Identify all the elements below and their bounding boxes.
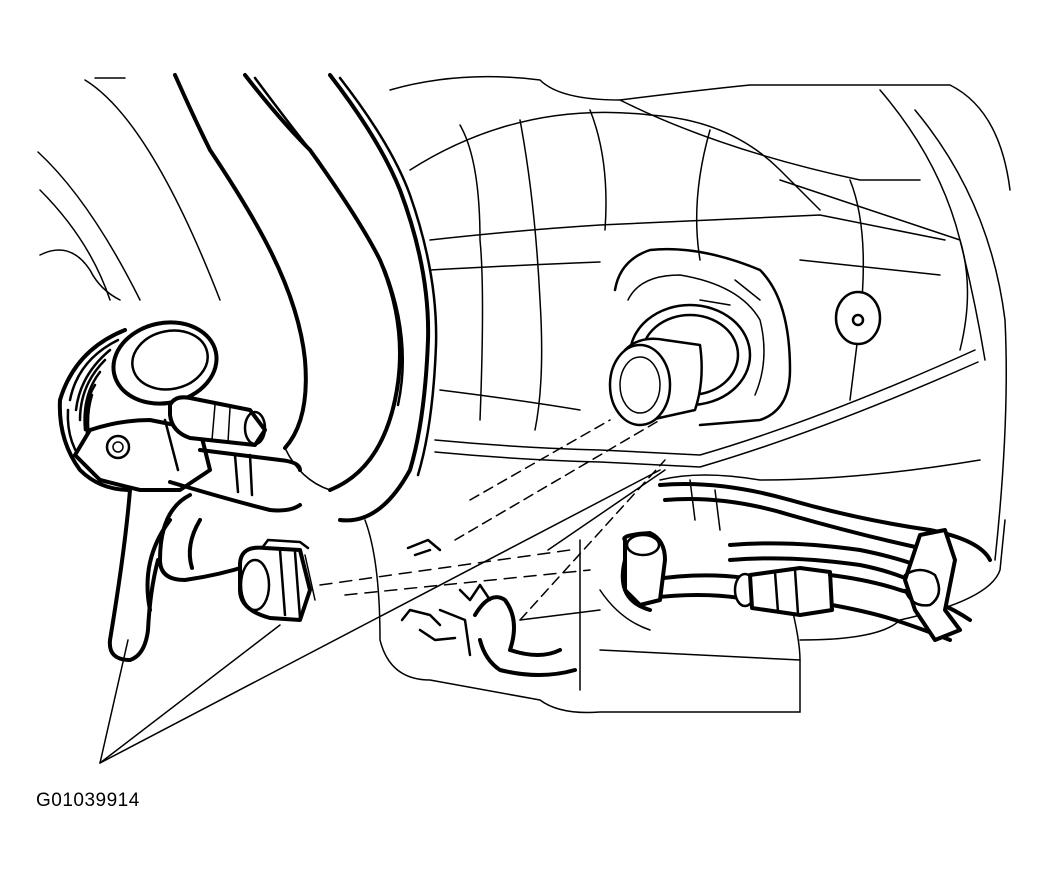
figure-code: G01039914 [36, 790, 140, 811]
lower-left-hose [107, 488, 316, 662]
lower-right-hoses [620, 482, 992, 642]
callout-leader-lines [99, 469, 661, 764]
lower-center-hose [400, 538, 651, 677]
upper-hose [173, 73, 438, 523]
light-streaks [319, 419, 666, 621]
bolt-head [834, 290, 882, 346]
engine-structure-background [37, 75, 1011, 714]
center-port-fitting [608, 247, 792, 427]
left-coupling-assembly [57, 320, 302, 513]
